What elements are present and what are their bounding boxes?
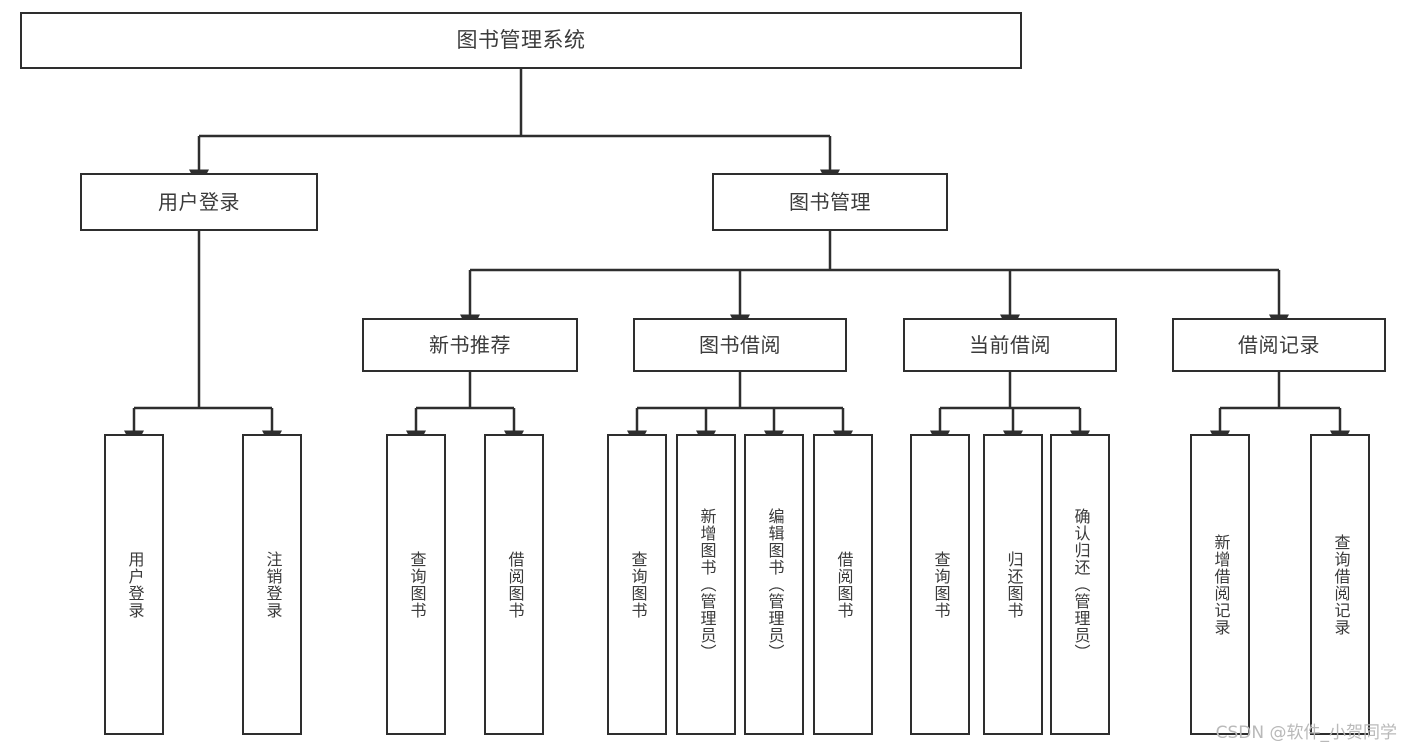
node-bookmgmt[interactable]: 图书管理: [712, 173, 948, 231]
node-l-confirm[interactable]: 确认归还（管理员）: [1050, 434, 1110, 735]
node-newbook[interactable]: 新书推荐: [362, 318, 578, 372]
node-label: 编辑图书（管理员）: [765, 508, 785, 661]
node-label: 查询图书: [931, 550, 951, 619]
node-login[interactable]: 用户登录: [80, 173, 318, 231]
node-label: 新增图书（管理员）: [697, 508, 717, 661]
node-l-query3[interactable]: 查询图书: [910, 434, 970, 735]
node-l-addrec[interactable]: 新增借阅记录: [1190, 434, 1250, 735]
node-label: 确认归还（管理员）: [1071, 508, 1091, 661]
node-root[interactable]: 图书管理系统: [20, 12, 1022, 69]
node-l-logout[interactable]: 注销登录: [242, 434, 302, 735]
watermark-text: CSDN @软件_小贺同学: [1215, 723, 1397, 743]
node-label: 图书管理系统: [456, 27, 586, 52]
node-label: 图书借阅: [699, 332, 781, 357]
node-label: 用户登录: [158, 189, 240, 214]
node-label: 查询借阅记录: [1331, 533, 1351, 636]
node-label: 借阅图书: [505, 550, 525, 619]
node-l-userlogin[interactable]: 用户登录: [104, 434, 164, 735]
node-label: 新书推荐: [429, 332, 511, 357]
node-label: 当前借阅: [969, 332, 1051, 357]
node-current[interactable]: 当前借阅: [903, 318, 1117, 372]
node-borrow[interactable]: 图书借阅: [633, 318, 847, 372]
node-label: 新增借阅记录: [1211, 533, 1231, 636]
node-l-borrow1[interactable]: 借阅图书: [484, 434, 544, 735]
node-l-return[interactable]: 归还图书: [983, 434, 1043, 735]
node-label: 查询图书: [628, 550, 648, 619]
node-l-queryrec[interactable]: 查询借阅记录: [1310, 434, 1370, 735]
node-l-borrow2[interactable]: 借阅图书: [813, 434, 873, 735]
node-label: 注销登录: [263, 550, 283, 619]
node-label: 归还图书: [1004, 550, 1024, 619]
node-label: 图书管理: [789, 189, 871, 214]
node-l-query1[interactable]: 查询图书: [386, 434, 446, 735]
node-l-query2[interactable]: 查询图书: [607, 434, 667, 735]
node-label: 用户登录: [125, 550, 145, 619]
edge-group: [124, 69, 1350, 450]
node-records[interactable]: 借阅记录: [1172, 318, 1386, 372]
node-label: 借阅记录: [1238, 332, 1320, 357]
node-l-addbook[interactable]: 新增图书（管理员）: [676, 434, 736, 735]
node-label: 借阅图书: [834, 550, 854, 619]
node-label: 查询图书: [407, 550, 427, 619]
node-l-editbook[interactable]: 编辑图书（管理员）: [744, 434, 804, 735]
